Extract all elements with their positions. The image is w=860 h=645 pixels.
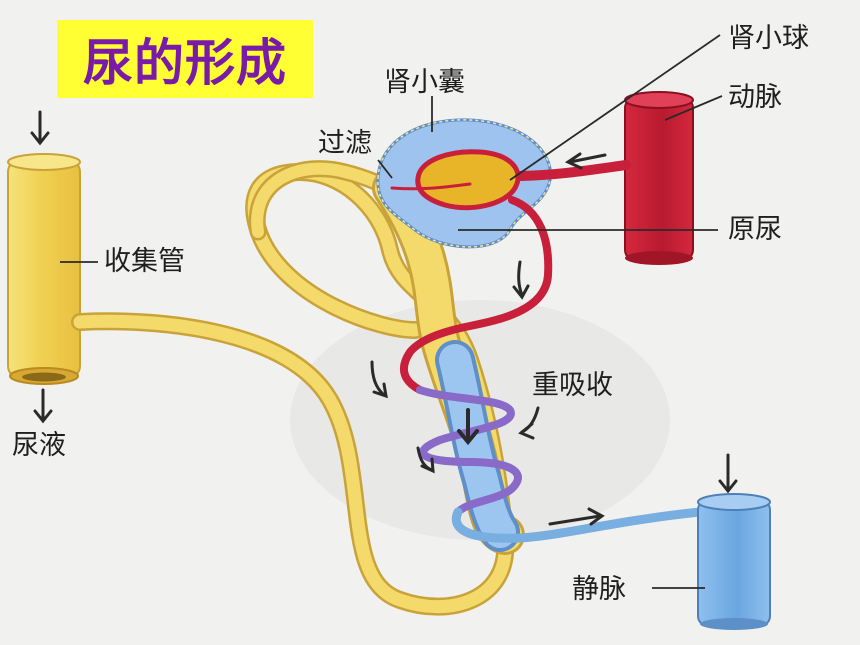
leader-lines [60, 34, 723, 589]
page-title: 尿的形成 [83, 34, 287, 92]
label-glomerulus: 肾小球 [728, 23, 809, 54]
label-primary-urine: 原尿 [728, 214, 782, 245]
blood-vessels [390, 160, 705, 543]
flow-arrow-icon [564, 152, 607, 170]
flow-arrow-icon [457, 408, 479, 446]
flow-arrow-icon [370, 360, 388, 399]
label-capsule: 肾小囊 [384, 67, 465, 98]
vein [697, 493, 771, 630]
down-arrow-icon [718, 453, 738, 494]
flow-arrow-icon [548, 507, 605, 526]
collecting-duct [7, 153, 81, 385]
label-filtration: 过滤 [318, 128, 372, 159]
title-banner: 尿的形成 [57, 20, 313, 98]
loop-segment [435, 340, 520, 552]
label-artery: 动脉 [728, 82, 782, 113]
label-collecting-duct: 收集管 [104, 246, 185, 277]
label-vein: 静脉 [572, 574, 626, 605]
artery [624, 91, 694, 265]
flow-arrow-icon [416, 446, 435, 474]
down-arrow-icon [30, 110, 50, 146]
flow-arrow-icon [518, 406, 540, 440]
down-arrow-icon [33, 388, 53, 424]
label-urine: 尿液 [12, 430, 66, 461]
label-reabsorption: 重吸收 [532, 370, 613, 401]
flow-arrows [30, 110, 738, 526]
flow-arrow-icon [512, 260, 530, 300]
